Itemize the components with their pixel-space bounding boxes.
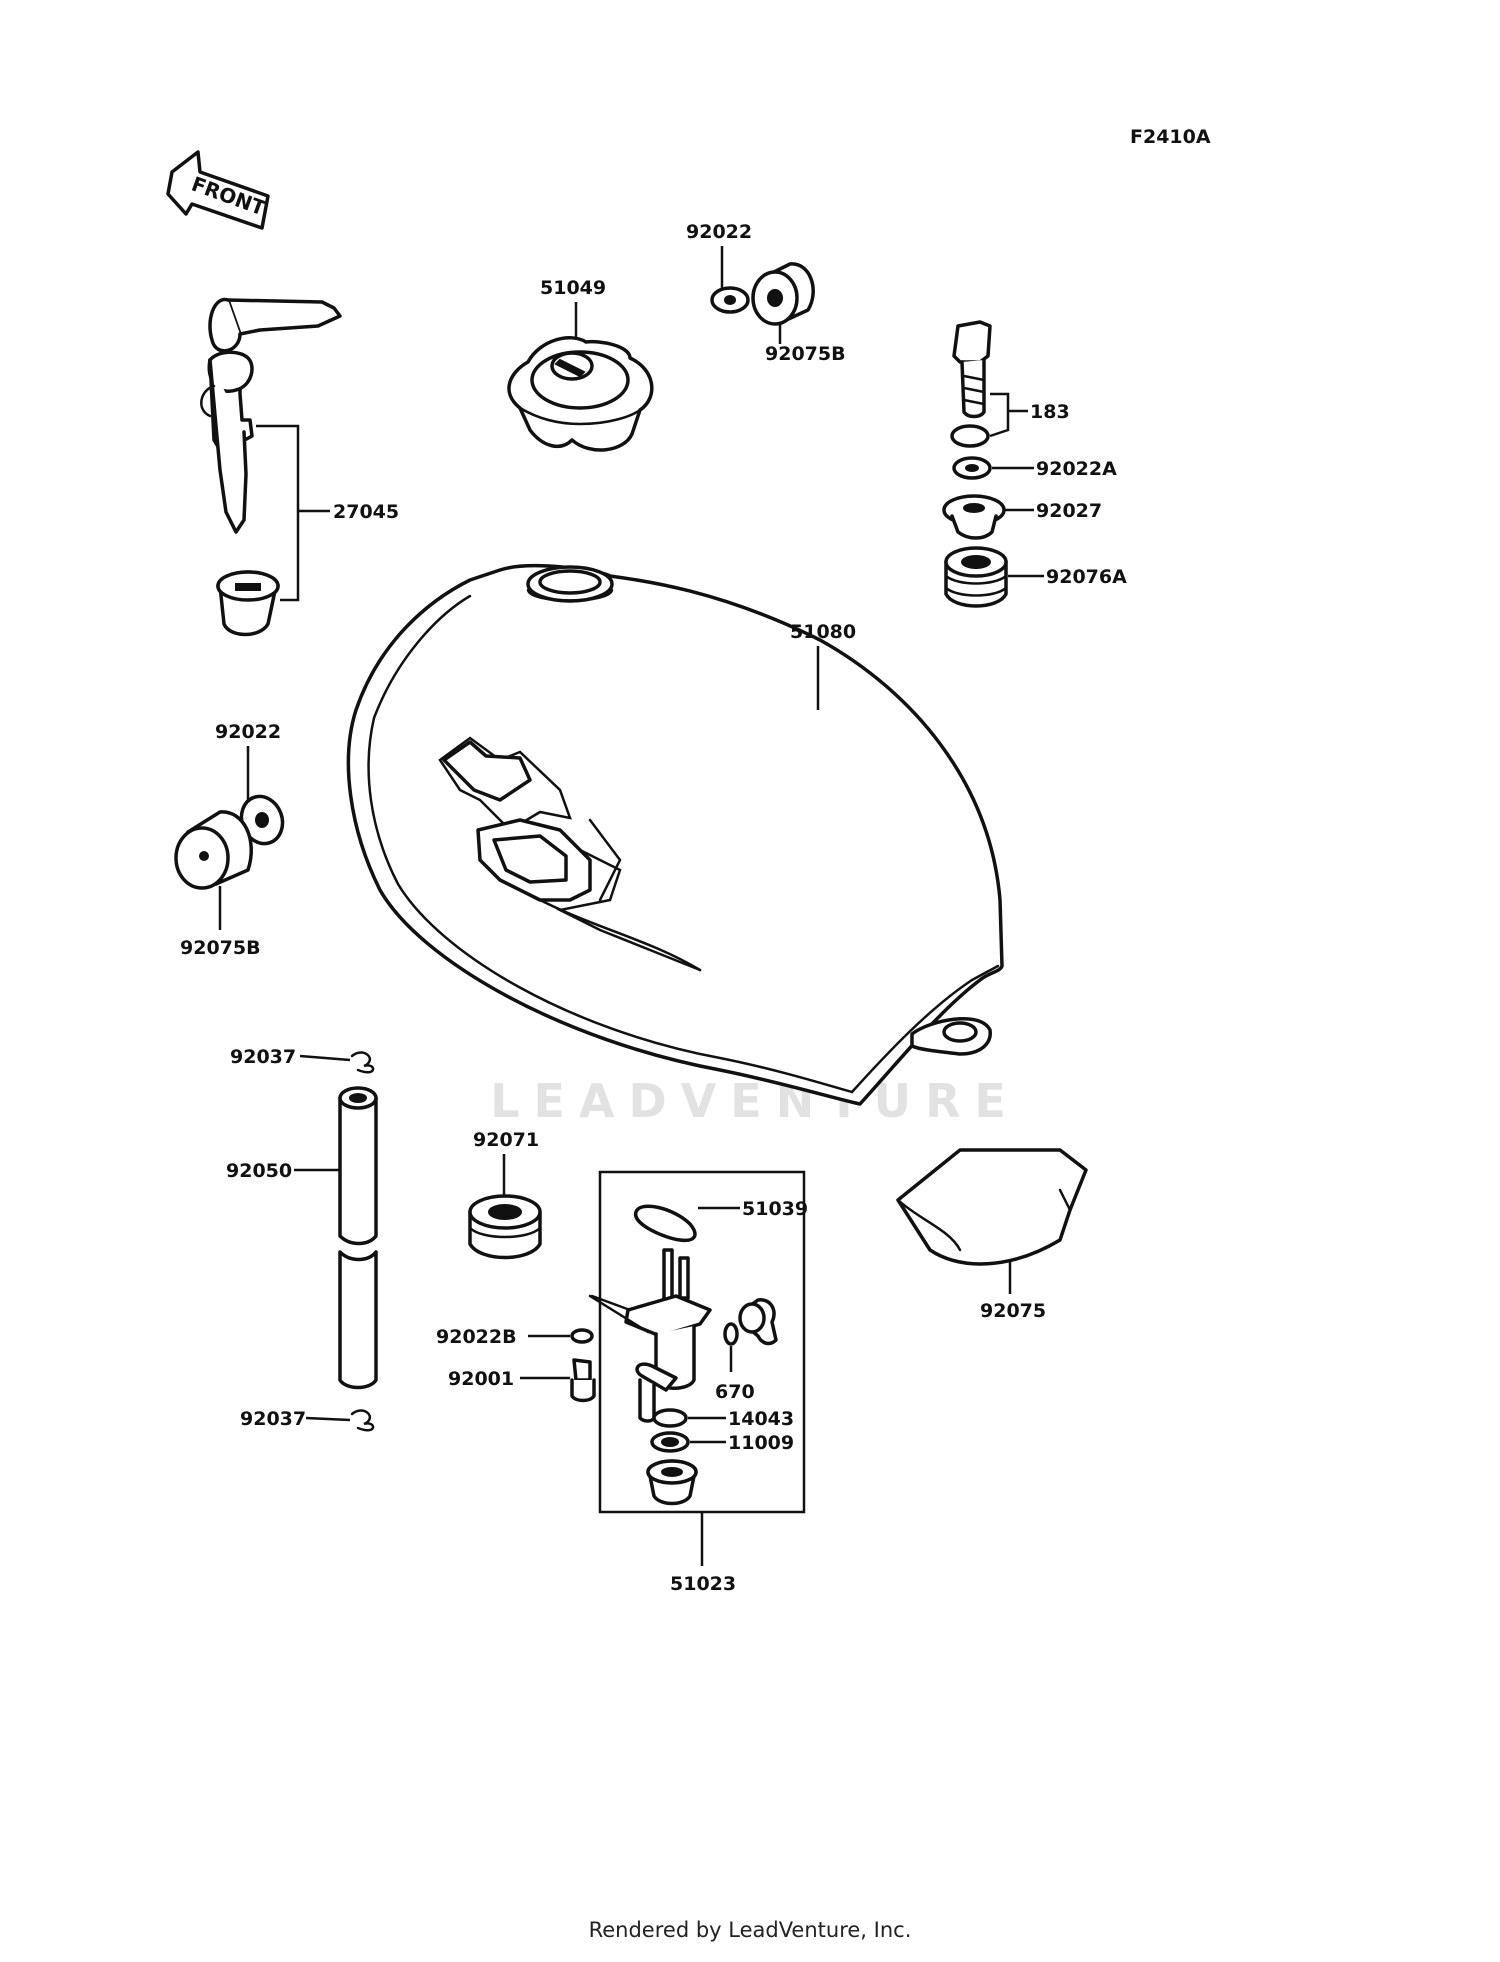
label-92076a: 92076A (1046, 566, 1127, 588)
sediment-cup (646, 1459, 698, 1506)
washer-92022-left (239, 794, 285, 846)
leader-92037-top (299, 1054, 351, 1062)
key-cylinder (216, 570, 280, 637)
grommet-92071 (468, 1194, 542, 1260)
label-92022a: 92022A (1036, 458, 1117, 480)
washer-183 (950, 424, 990, 448)
seal-14043 (652, 1408, 688, 1428)
clip-92037-bottom (350, 1409, 375, 1432)
gasket-11009-hole (661, 1437, 679, 1447)
diagram-code: F2410A (1130, 126, 1211, 148)
washer-92022b (570, 1328, 594, 1344)
washer-92022-top-hole (724, 295, 736, 305)
damper-92075b-top (751, 262, 815, 326)
label-51049: 51049 (540, 277, 606, 299)
label-670: 670 (715, 1381, 755, 1403)
label-92037-bottom: 92037 (240, 1408, 306, 1430)
label-92075b-top: 92075B (765, 343, 846, 365)
label-11009: 11009 (728, 1432, 794, 1454)
oring-670 (723, 1322, 739, 1346)
knob-670 (738, 1298, 778, 1346)
hose-92050 (338, 1086, 378, 1390)
key-set-27045 (200, 298, 342, 534)
label-183: 183 (1030, 401, 1070, 423)
label-92022-left: 92022 (215, 721, 281, 743)
grommet-92076a (944, 546, 1008, 608)
collar-92027 (942, 494, 1006, 540)
label-92027: 92027 (1036, 500, 1102, 522)
fuel-cap-51049 (507, 336, 654, 452)
label-27045: 27045 (333, 501, 399, 523)
label-92071: 92071 (473, 1129, 539, 1151)
label-14043: 14043 (728, 1408, 794, 1430)
watermark-text: LEADVENTURE (490, 1074, 1020, 1128)
damper-92075 (896, 1148, 1088, 1266)
leader-92037-bottom (305, 1416, 351, 1422)
leader-27045 (256, 424, 330, 602)
bolt-183 (952, 320, 992, 419)
washer-92022a-hole (965, 464, 979, 472)
gasket-51039 (634, 1204, 697, 1243)
fuel-tank-51080 (346, 564, 1004, 1106)
label-51080: 51080 (790, 621, 856, 643)
label-92037-top: 92037 (230, 1046, 296, 1068)
label-51039: 51039 (742, 1198, 808, 1220)
footer-credit: Rendered by LeadVenture, Inc. (588, 1918, 912, 1942)
label-92050: 92050 (226, 1160, 292, 1182)
damper-92075b-left (174, 810, 253, 890)
label-92075b-left: 92075B (180, 937, 261, 959)
screw-92001 (570, 1358, 596, 1403)
label-92022b: 92022B (436, 1326, 517, 1348)
label-92001: 92001 (448, 1368, 514, 1390)
label-92022-top: 92022 (686, 221, 752, 243)
label-51023: 51023 (670, 1573, 736, 1595)
front-arrow-icon: FRONT (166, 150, 270, 230)
fuel-cock-body (588, 1248, 712, 1423)
leader-183 (989, 392, 1028, 438)
clip-92037-top (350, 1051, 375, 1074)
label-92075: 92075 (980, 1300, 1046, 1322)
